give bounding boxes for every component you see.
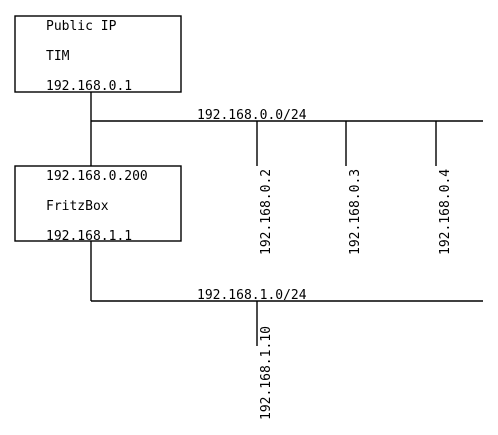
isp-node: Public IP TIM 192.168.0.1 xyxy=(14,15,182,94)
isp-label-provider: TIM xyxy=(46,49,70,64)
lan0-subnet-label: 192.168.0.0/24 xyxy=(197,108,307,123)
lan0-host-label: 192.168.0.2 xyxy=(259,169,274,255)
router-box xyxy=(14,165,182,242)
isp-label-public-ip: Public IP xyxy=(46,19,117,34)
network-lan0: 192.168.0.0/24 192.168.0.2 192.168.0.3 1… xyxy=(91,108,483,255)
network-lan1: 192.168.1.0/24 192.168.1.10 xyxy=(91,288,483,420)
lan1-host-label: 192.168.1.10 xyxy=(259,326,274,420)
lan0-host-label: 192.168.0.3 xyxy=(348,169,363,255)
isp-box xyxy=(14,15,182,93)
isp-label-ip: 192.168.0.1 xyxy=(46,79,132,94)
lan1-subnet-label: 192.168.1.0/24 xyxy=(197,288,307,303)
router-label-lan-ip: 192.168.1.1 xyxy=(46,229,132,244)
router-node: 192.168.0.200 FritzBox 192.168.1.1 xyxy=(14,165,182,244)
router-label-wan-ip: 192.168.0.200 xyxy=(46,169,148,184)
router-label-model: FritzBox xyxy=(46,199,109,214)
lan0-host-label: 192.168.0.4 xyxy=(438,169,453,255)
